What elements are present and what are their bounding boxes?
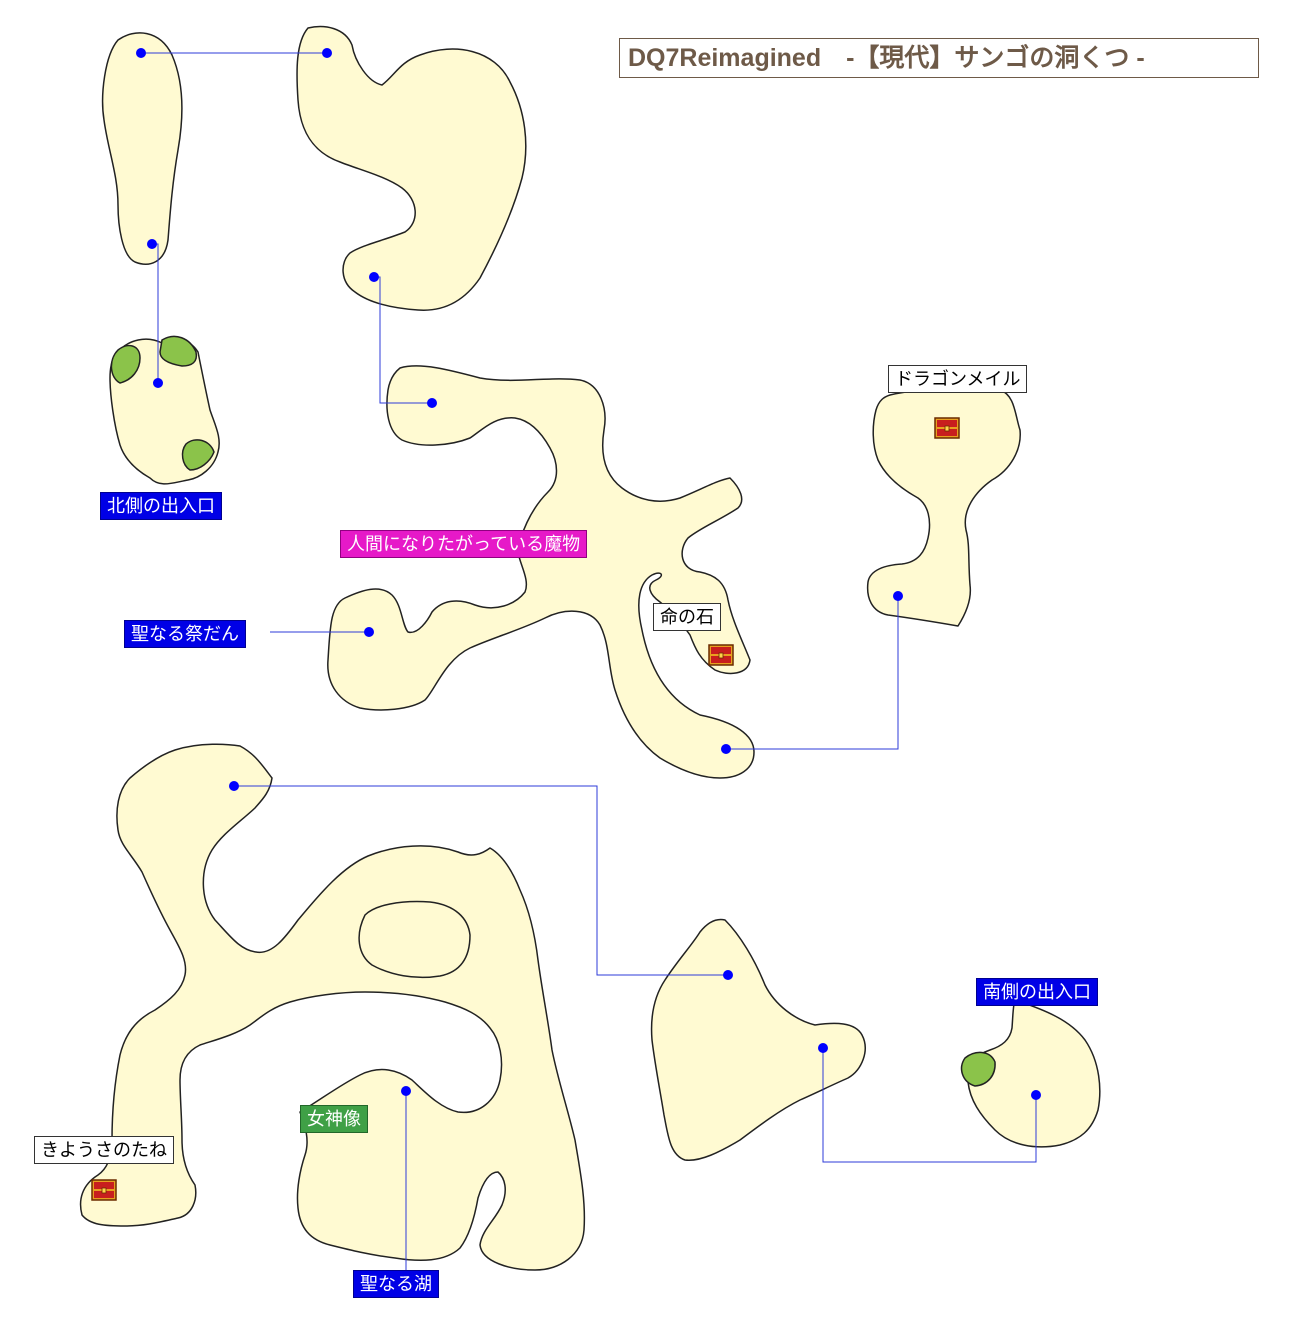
grass-patch (110, 344, 141, 384)
link-point (364, 627, 374, 637)
label-south-entrance[interactable]: 南側の出入口 (976, 978, 1098, 1006)
label-north-entrance[interactable]: 北側の出入口 (100, 492, 222, 520)
cave-area-south-center (650, 918, 866, 1161)
grass-patch (181, 439, 215, 471)
cave-area-south-entrance (967, 999, 1101, 1148)
link-point (721, 744, 731, 754)
grass-patch (960, 1051, 996, 1087)
link-point (818, 1043, 828, 1053)
treasure-chest-icon (708, 644, 734, 666)
treasure-chest-icon (91, 1179, 117, 1201)
link-point (322, 48, 332, 58)
link-point (229, 781, 239, 791)
label-life-stone[interactable]: 命の石 (653, 603, 721, 631)
link-point (401, 1086, 411, 1096)
link-point (427, 398, 437, 408)
cave-area-north-large (296, 25, 527, 311)
link-point (136, 48, 146, 58)
cave-area-north-tall (101, 32, 183, 265)
label-altar[interactable]: 聖なる祭だん (124, 620, 246, 648)
cave-area-central (327, 365, 755, 779)
label-lake[interactable]: 聖なる湖 (353, 1270, 439, 1298)
link-point (1031, 1090, 1041, 1100)
cave-area-south-west (79, 743, 586, 1271)
link-point (893, 591, 903, 601)
connection-line (822, 1048, 1037, 1163)
label-dex-seed[interactable]: きようさのたね (34, 1136, 174, 1164)
connection-line (234, 785, 728, 976)
treasure-chest-icon (934, 417, 960, 439)
grass-patch (159, 335, 198, 367)
label-dragon-mail[interactable]: ドラゴンメイル (888, 365, 1028, 393)
connection-line (726, 596, 899, 750)
label-goddess-statue[interactable]: 女神像 (300, 1105, 368, 1133)
link-point (723, 970, 733, 980)
map-title: DQ7Reimagined -【現代】サンゴの洞くつ - (619, 38, 1259, 78)
link-point (147, 239, 157, 249)
link-point (369, 272, 379, 282)
link-point (153, 378, 163, 388)
label-monster[interactable]: 人間になりたがっている魔物 (340, 530, 588, 558)
cave-area-dragon-mail (866, 388, 1021, 627)
